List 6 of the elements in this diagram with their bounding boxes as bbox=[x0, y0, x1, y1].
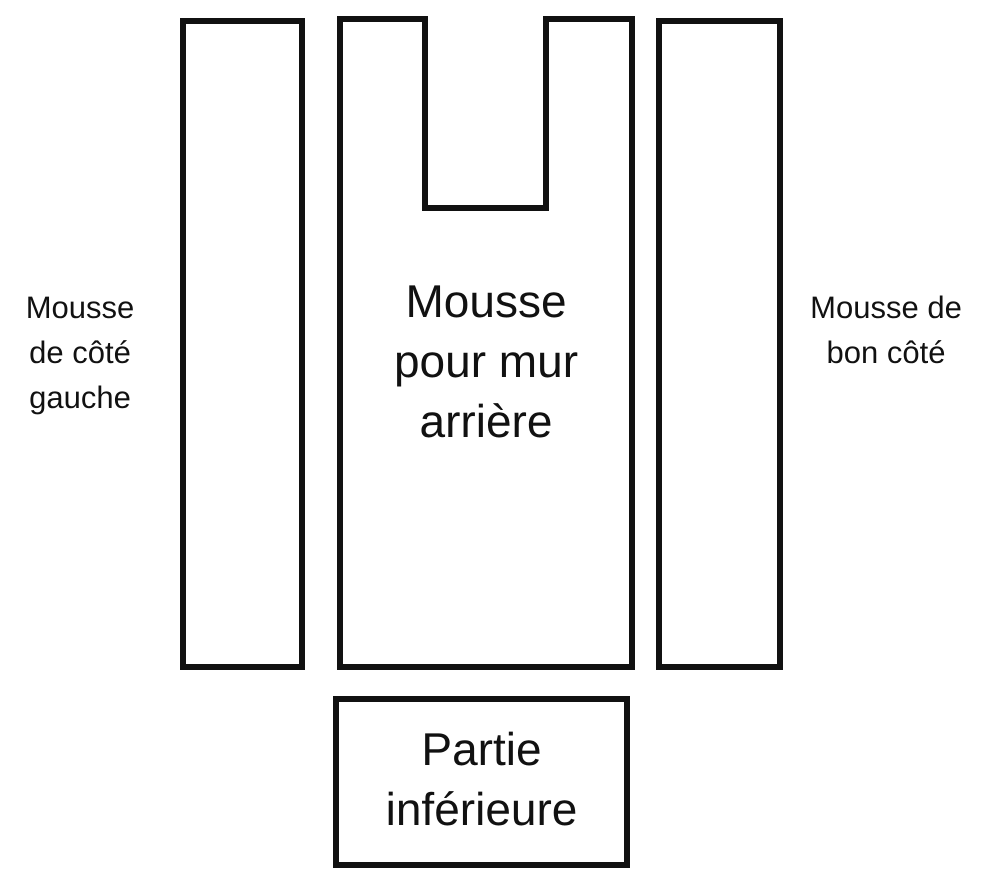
part-label: Partie inférieure bbox=[384, 722, 578, 837]
part-label: Mousse de côté gauche bbox=[24, 289, 136, 417]
back-wall-foam-panel bbox=[337, 16, 635, 670]
part-label: Mousse de bon côté bbox=[809, 289, 963, 372]
part-label: Mousse pour mur arrière bbox=[392, 274, 580, 449]
bottom-foam-panel bbox=[333, 696, 630, 868]
